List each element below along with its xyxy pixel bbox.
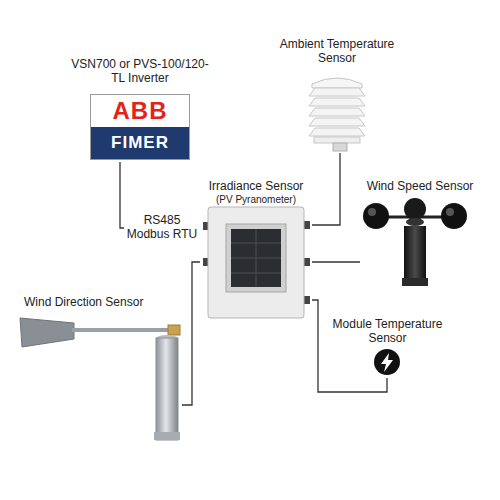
module-temperature-probe bbox=[374, 349, 400, 375]
sensor-label: Wind Speed Sensor bbox=[360, 180, 480, 194]
node-heading-group: VSN700 or PVS-100/120-TL Inverter bbox=[65, 58, 215, 86]
sensor-node: Ambient Temperature Sensor bbox=[272, 38, 402, 153]
logo-wordmark: ABB bbox=[91, 95, 189, 127]
connector-label: RS485 Modbus RTU bbox=[124, 213, 200, 242]
node-heading-group: Wind Speed Sensor bbox=[360, 180, 480, 194]
anemometer bbox=[363, 198, 467, 286]
sensor-sublabel: (PV Pyranometer) bbox=[200, 194, 312, 206]
pyranometer-enclosure bbox=[203, 207, 310, 318]
sensor-label: Irradiance Sensor bbox=[200, 180, 312, 194]
wind-vane bbox=[20, 318, 180, 440]
sensor-node: Wind Direction Sensor bbox=[12, 296, 182, 446]
node-heading-group: Ambient Temperature Sensor bbox=[272, 38, 402, 66]
sensor-label: VSN700 or PVS-100/120-TL Inverter bbox=[65, 58, 215, 86]
signal-cable bbox=[182, 262, 200, 405]
node-heading-group: Irradiance Sensor(PV Pyranometer) bbox=[200, 180, 312, 205]
sensor-label: Wind Direction Sensor bbox=[24, 296, 182, 310]
brand-logo-box: ABBFIMER bbox=[90, 94, 190, 160]
logo-wordmark: FIMER bbox=[91, 127, 189, 159]
sensor-node: Irradiance Sensor(PV Pyranometer) bbox=[200, 180, 312, 322]
signal-cable bbox=[312, 261, 360, 262]
sensor-node: Module Temperature Sensor bbox=[325, 318, 450, 378]
node-heading-group: Module Temperature Sensor bbox=[325, 318, 450, 346]
sensor-label: Ambient Temperature Sensor bbox=[272, 38, 402, 66]
node-heading-group: Wind Direction Sensor bbox=[12, 296, 182, 310]
signal-cable bbox=[312, 300, 387, 392]
sensor-label: Module Temperature Sensor bbox=[325, 318, 450, 346]
sensor-node: Wind Speed Sensor bbox=[360, 180, 480, 290]
radiation-shield bbox=[309, 78, 365, 151]
sensor-node: VSN700 or PVS-100/120-TL InverterABBFIME… bbox=[65, 58, 215, 162]
signal-cable bbox=[312, 153, 340, 225]
